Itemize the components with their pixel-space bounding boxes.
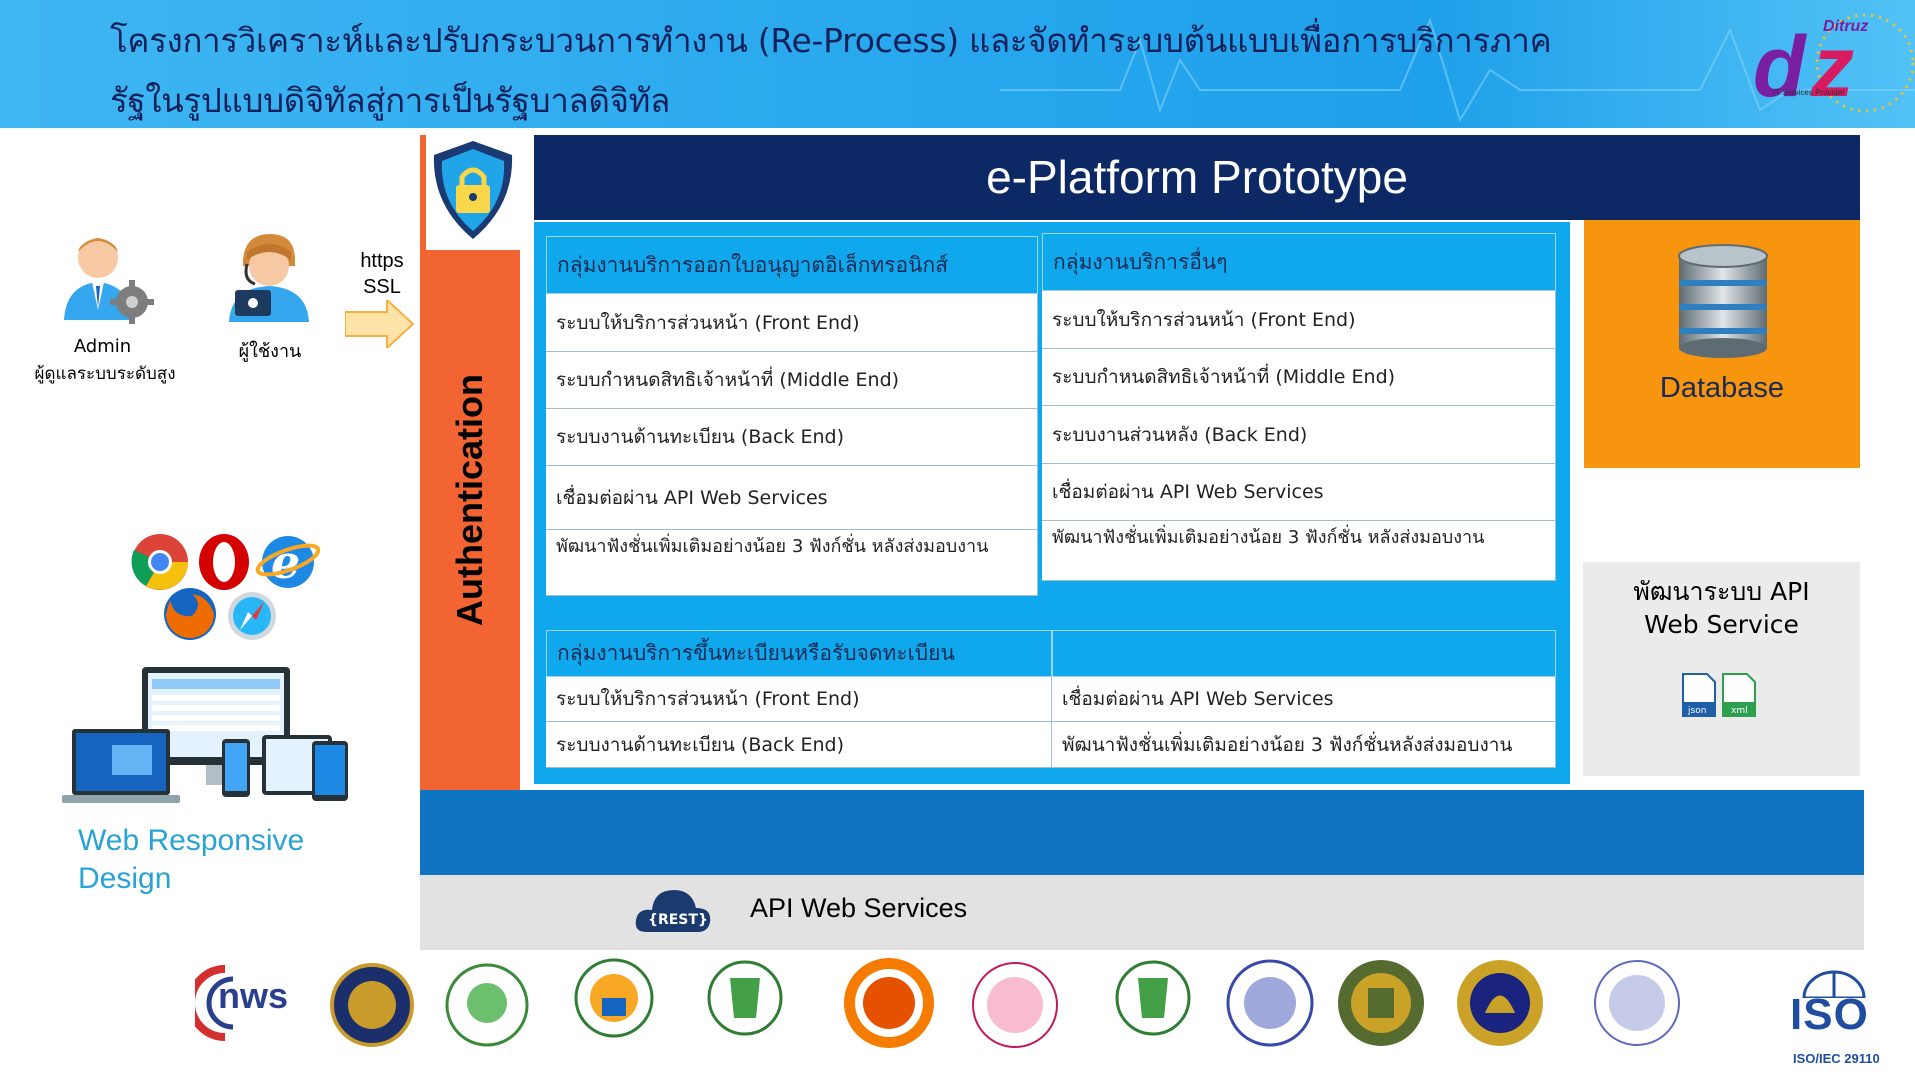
svg-text:e: e [271,535,300,589]
group-other-services-title: กลุ่มงานบริการอื่นๆ [1042,233,1556,291]
partner-seal-5 [844,958,934,1048]
chrome-icon [131,534,188,590]
group-electronic-license-title: กลุ่มงานบริการออกใบอนุญาตอิเล็กทรอนิกส์ [546,236,1038,294]
list-item: ระบบงานส่วนหลัง (Back End) [1042,406,1556,464]
arrow-right-icon [345,300,415,348]
partner-seal-7 [1115,960,1191,1036]
list-item: ระบบให้บริการส่วนหน้า (Front End) [546,294,1038,352]
admin-role-label: ผู้ดูแลระบบระดับสูง [34,364,176,384]
svg-text:d: d [1753,19,1807,115]
partner-seal-9 [1338,960,1424,1046]
page-title-line1: โครงการวิเคราะห์และปรับกระบวนการทำงาน (R… [110,21,1552,60]
ditruz-logo: d z [1753,13,1915,115]
opera-icon [199,534,249,590]
partner-seal-6 [972,962,1058,1048]
logo-brand-name: Ditruz [1823,18,1869,35]
api-development-panel: json xml [1583,562,1860,776]
logo-tagline: IT Services Provider [1773,88,1845,97]
list-item: ระบบกำหนดสิทธิเจ้าหน้าที่ (Middle End) [546,352,1038,409]
header-banner: โครงการวิเคราะห์และปรับกระบวนการทำงาน (R… [0,0,1915,128]
page-title-line2: รัฐในรูปแบบดิจิทัลสู่การเป็นรัฐบาลดิจิทั… [110,81,671,120]
admin-avatar-icon [64,238,154,324]
ssl-text: SSL [363,276,401,298]
svg-text:z: z [1810,19,1854,115]
partner-seal-10 [1457,960,1543,1046]
nws-logo [195,965,234,1041]
group-registration-title: กลุ่มงานบริการขึ้นทะเบียนหรือรับจดทะเบีย… [546,630,1052,677]
list-item: เชื่อมต่อผ่าน API Web Services [546,466,1038,530]
https-ssl-label: https SSL [352,248,412,300]
responsive-devices-illustration [62,667,348,803]
rest-cloud-icon: {REST} [635,890,711,932]
json-xml-file-icons: json xml [1682,673,1756,717]
list-item: เชื่อมต่อผ่าน API Web Services [1052,677,1556,722]
list-item: พัฒนาฟังชั่นเพิ่มเติมอย่างน้อย 3 ฟังก์ชั… [1042,521,1556,581]
partner-seal-8 [1226,959,1314,1047]
list-item: ระบบงานด้านทะเบียน (Back End) [546,722,1052,768]
database-icon [1678,244,1768,358]
group-electronic-license: กลุ่มงานบริการออกใบอนุญาตอิเล็กทรอนิกส์ … [546,236,1038,596]
rest-label: {REST} [648,912,708,928]
group-registration-title-spacer [1052,630,1556,677]
database-label: Database [1659,372,1785,404]
header-wave-decoration [1000,17,1915,123]
authentication-label-container: Authentication [420,360,520,640]
list-item: พัฒนาฟังชั่นเพิ่มเติมอย่างน้อย 3 ฟังก์ชั… [1052,722,1556,768]
user-label: ผู้ใช้งาน [238,341,302,362]
api-web-services-label: API Web Services [750,893,968,923]
api-development-line1: พัฒนาระบบ API [1633,577,1810,606]
api-development-line2: Web Service [1644,610,1799,639]
platform-title: e-Platform Prototype [534,135,1860,220]
list-item: เชื่อมต่อผ่าน API Web Services [1042,464,1556,521]
shield-lock-icon [433,141,513,239]
list-item: ระบบกำหนดสิทธิเจ้าหน้าที่ (Middle End) [1042,349,1556,406]
integration-bar [420,790,1864,875]
partner-seal-1 [330,963,414,1047]
browser-icons: e [131,534,320,640]
user-avatar-icon [229,234,309,322]
group-registration: กลุ่มงานบริการขึ้นทะเบียนหรือรับจดทะเบีย… [546,630,1556,768]
iso-globe-icon [1802,970,1866,998]
iso-standard-label: ISO/IEC 29110 [1793,1051,1880,1066]
internet-explorer-icon: e [255,535,320,589]
json-label: json [1687,706,1706,716]
shield-panel [426,135,520,250]
list-item: ระบบให้บริการส่วนหน้า (Front End) [546,677,1052,722]
web-responsive-line1: Web Responsive [78,824,305,857]
admin-label: Admin [73,336,132,357]
safari-icon [228,592,276,640]
partner-seal-3 [574,958,654,1038]
partner-seal-4 [707,960,783,1036]
https-text: https [360,250,404,272]
nws-logo-text: nws [218,975,289,1016]
group-other-services: กลุ่มงานบริการอื่นๆ ระบบให้บริการส่วนหน้… [1042,233,1556,581]
xml-label: xml [1731,706,1748,716]
authentication-label: Authentication [449,374,490,626]
api-development-title: พัฒนาระบบ API Web Service [1583,575,1860,641]
list-item: ระบบงานด้านทะเบียน (Back End) [546,409,1038,466]
firefox-icon [164,588,216,640]
list-item: ระบบให้บริการส่วนหน้า (Front End) [1042,291,1556,349]
database-panel [1584,220,1860,468]
partner-seal-11 [1594,960,1680,1046]
web-responsive-design-label: Web Responsive Design [78,822,304,898]
iso-logo-text: ISO [1790,990,1869,1039]
list-item: พัฒนาฟังชั่นเพิ่มเติมอย่างน้อย 3 ฟังก์ชั… [546,530,1038,596]
partner-seal-2 [445,963,529,1047]
web-responsive-line2: Design [78,862,172,895]
